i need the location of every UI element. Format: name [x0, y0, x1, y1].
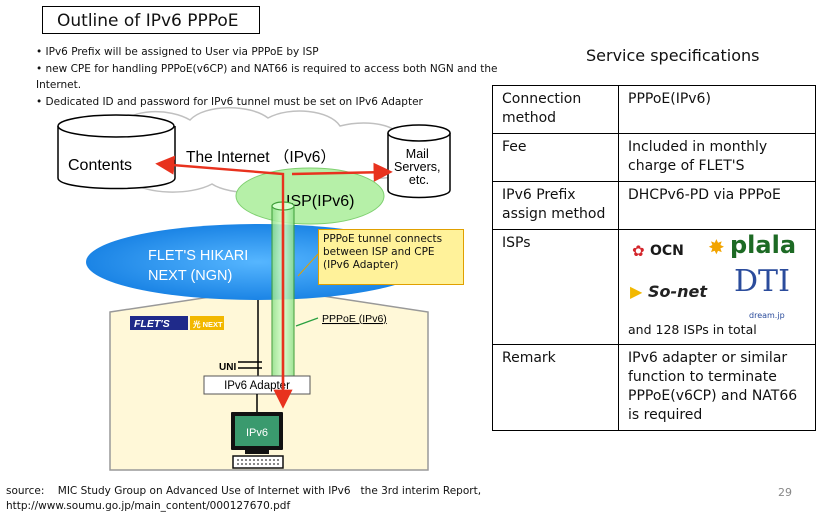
source-citation: source: MIC Study Group on Advanced Use … — [6, 484, 481, 514]
bullet-item: • new CPE for handling PPPoE(v6CP) and N… — [36, 62, 498, 92]
route-arrow-to-mail — [291, 162, 393, 182]
flets-logo — [130, 316, 224, 330]
tunnel-callout: PPPoE tunnel connects between ISP and CP… — [318, 229, 464, 285]
contents-database-icon — [57, 114, 176, 190]
table-row: ISPs ✿ OCN ✸ plala ▶ So-net DTI dream.jp… — [492, 229, 816, 345]
ocn-logo: OCN — [650, 243, 684, 259]
ocn-logo-icon: ✿ — [632, 242, 645, 260]
callout-pointer — [297, 253, 319, 277]
spec-key: Fee — [492, 133, 619, 182]
dti-logo: DTI — [734, 264, 790, 299]
bullet-item: • Dedicated ID and password for IPv6 tun… — [36, 95, 423, 108]
mail-servers-line: Mail — [406, 147, 429, 161]
internet-label: The Internet （IPv6） — [186, 149, 336, 166]
spec-value: PPPoE(IPv6) — [618, 85, 816, 134]
table-row: Fee Included in monthly charge of FLET'S — [492, 133, 816, 182]
ngn-label-line: FLET'S HIKARI — [148, 248, 248, 264]
spec-key: ISPs — [492, 229, 619, 345]
mail-servers-line: etc. — [409, 173, 429, 187]
flets-logo-text: FLET'S — [134, 318, 170, 330]
flets-logo-sub: 光 NEXT — [192, 319, 223, 329]
uni-marker — [238, 361, 262, 369]
service-spec-heading: Service specifications — [586, 46, 760, 65]
mail-server-database-icon — [387, 124, 451, 199]
mail-servers-label: Mail Servers, etc. — [394, 147, 444, 187]
spec-key: Remark — [492, 344, 619, 431]
uni-label: UNI — [219, 362, 236, 373]
slide-title: Outline of IPv6 PPPoE — [42, 6, 260, 34]
network-diagram: The Internet （IPv6） Contents Mail Server… — [57, 107, 451, 471]
spec-key: IPv6 Prefix assign method — [492, 181, 619, 230]
spec-value: DHCPv6-PD via PPPoE — [618, 181, 816, 230]
computer-icon — [231, 412, 284, 469]
sonet-logo-icon: ▶ — [630, 282, 643, 301]
ngn-label: FLET'S HIKARI NEXT (NGN) — [148, 248, 252, 284]
contents-label: Contents — [68, 157, 132, 174]
table-row: Connection method PPPoE(IPv6) — [492, 85, 816, 134]
spec-value: Included in monthly charge of FLET'S — [618, 133, 816, 182]
bullet-list: • IPv6 Prefix will be assigned to User v… — [36, 44, 506, 110]
source-line: source: MIC Study Group on Advanced Use … — [6, 485, 482, 497]
sonet-logo: So-net — [648, 282, 708, 301]
source-url: http://www.soumu.go.jp/main_content/0001… — [6, 500, 291, 512]
plala-logo: plala — [730, 231, 797, 259]
table-row: IPv6 Prefix assign method DHCPv6-PD via … — [492, 181, 816, 230]
plala-logo-icon: ✸ — [708, 235, 725, 259]
bullet-item: • IPv6 Prefix will be assigned to User v… — [36, 46, 319, 58]
ipv6-adapter-label: IPv6 Adapter — [224, 380, 290, 392]
service-spec-table: Connection method PPPoE(IPv6) Fee Includ… — [492, 85, 816, 431]
spec-value: IPv6 adapter or similar function to term… — [618, 344, 816, 431]
dti-dream-label: dream.jp — [749, 311, 785, 320]
page-number: 29 — [778, 486, 792, 499]
table-row: Remark IPv6 adapter or similar function … — [492, 344, 816, 431]
spec-key: Connection method — [492, 85, 619, 134]
pppoe-label: PPPoE (IPv6) — [322, 313, 387, 325]
spec-value-isps: ✿ OCN ✸ plala ▶ So-net DTI dream.jp and … — [618, 229, 816, 345]
ngn-label-line: NEXT (NGN) — [148, 268, 232, 284]
isp-label: ISP(IPv6) — [286, 193, 354, 210]
pppoe-pointer — [295, 317, 319, 327]
pc-screen-label: IPv6 — [246, 427, 268, 439]
isp-logo-area: ✿ OCN ✸ plala ▶ So-net DTI dream.jp — [628, 231, 809, 320]
mail-servers-line: Servers, — [394, 160, 441, 174]
isp-count-text: and 128 ISPs in total — [628, 322, 757, 337]
